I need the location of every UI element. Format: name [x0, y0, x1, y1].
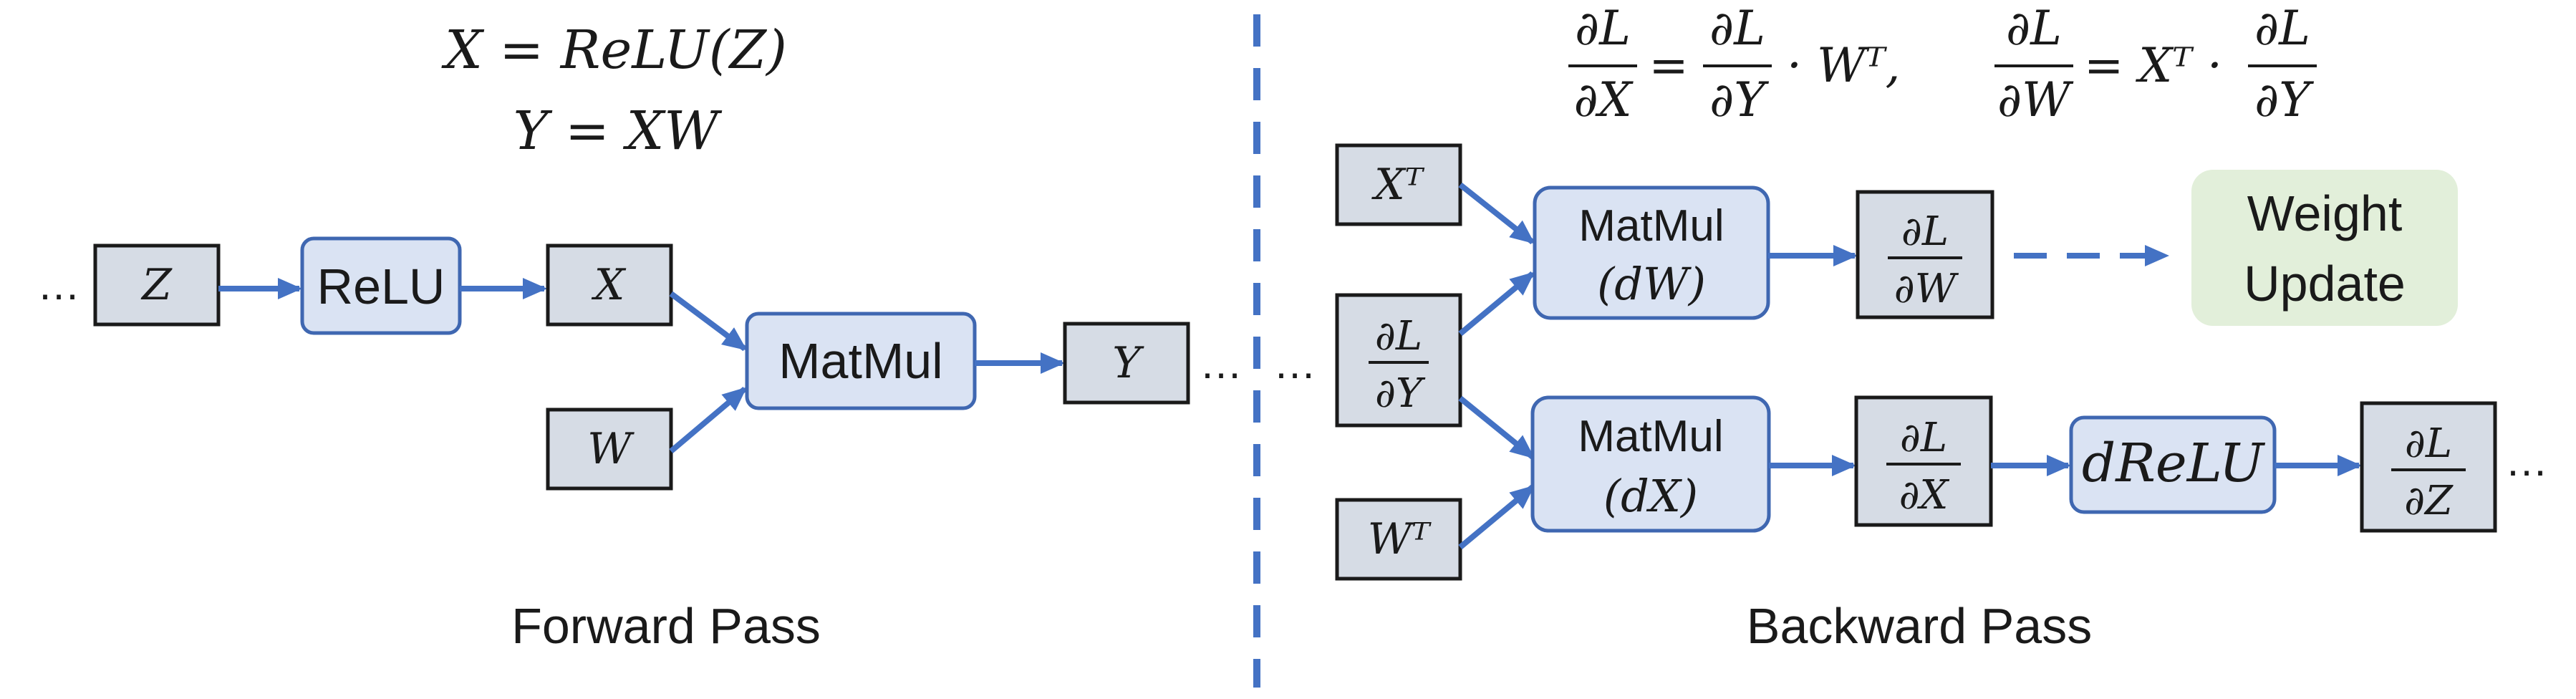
- eq-dLdW-mid: = Xᵀ ·: [2084, 38, 2222, 93]
- eq-dLdW-lhs-num: ∂L: [2006, 1, 2062, 56]
- tensor-z-label: Z: [140, 260, 173, 310]
- tensor-dLdX-num: ∂L: [1900, 415, 1947, 461]
- arrow-wt-to-matmul-dx: [1458, 484, 1535, 550]
- tensor-w: W: [546, 408, 673, 491]
- tensor-x-label: X: [592, 260, 627, 310]
- arrow-dLdY-to-matmul-dx: [1458, 395, 1535, 460]
- op-drelu: dReLU: [2069, 415, 2277, 514]
- arrow-dLdY-to-matmul-dw: [1458, 271, 1535, 337]
- tensor-dLdY-den: ∂Y: [1375, 370, 1426, 417]
- tensor-z: Z: [93, 244, 221, 327]
- tensor-dLdW-num: ∂L: [1901, 208, 1949, 255]
- eq-dLdW-rhs-den: ∂Y: [2254, 72, 2314, 127]
- tensor-wt-label: Wᵀ: [1368, 514, 1432, 564]
- backward-caption: Backward Pass: [1747, 598, 2092, 654]
- op-matmul: MatMul: [745, 312, 977, 410]
- eq-dLdX-lhs-num: ∂L: [1575, 1, 1631, 56]
- tensor-y: Y: [1063, 322, 1190, 405]
- tensor-wt: Wᵀ: [1335, 498, 1462, 581]
- op-matmul-dw-label-2: (dW): [1597, 258, 1706, 310]
- tensor-dLdW-den: ∂W: [1894, 266, 1959, 312]
- op-matmul-dx: MatMul (dX): [1530, 395, 1771, 533]
- tensor-dLdY-num: ∂L: [1375, 313, 1422, 360]
- backward-ellipsis-left: …: [1273, 339, 1316, 387]
- eq-dLdX-tail: · Wᵀ,: [1787, 38, 1901, 93]
- backward-equation-dLdW: ∂L ∂W = Xᵀ · ∂L ∂Y: [1994, 1, 2317, 127]
- tensor-w-label: W: [587, 424, 635, 474]
- arrow-x-to-matmul: [669, 291, 748, 352]
- weight-update-label-1: Weight: [2247, 185, 2403, 241]
- tensor-dLdZ-num: ∂L: [2405, 420, 2452, 467]
- op-matmul-label: MatMul: [778, 333, 942, 389]
- op-matmul-dx-label-1: MatMul: [1578, 412, 1723, 461]
- forward-equation-1: X = ReLU(Z): [441, 19, 787, 81]
- tensor-dLdW: ∂L ∂W: [1856, 190, 1994, 319]
- eq-dLdW-lhs-den: ∂W: [1997, 72, 2074, 127]
- backward-equation-dLdX: ∂L ∂X = ∂L ∂Y · Wᵀ,: [1568, 1, 1901, 127]
- eq-dLdX-rhs-num: ∂L: [1709, 1, 1765, 56]
- tensor-y-label: Y: [1112, 338, 1144, 388]
- op-matmul-dw-label-1: MatMul: [1578, 201, 1724, 251]
- tensor-dLdX: ∂L ∂X: [1854, 395, 1993, 527]
- tensor-dLdX-den: ∂X: [1899, 472, 1950, 519]
- weight-update-label-2: Update: [2244, 256, 2406, 312]
- tensor-dLdY: ∂L ∂Y: [1335, 293, 1462, 428]
- forward-equation-2: Y = XW: [513, 100, 723, 162]
- forward-caption: Forward Pass: [511, 598, 821, 654]
- eq-dLdX-rhs-den: ∂Y: [1709, 72, 1769, 127]
- tensor-xt-label: Xᵀ: [1371, 160, 1425, 210]
- op-relu: ReLU: [300, 236, 462, 335]
- arrow-xt-to-matmul-dw: [1458, 182, 1535, 245]
- op-relu-label: ReLU: [317, 259, 445, 314]
- weight-update-box: Weight Update: [2191, 170, 2458, 326]
- tensor-xt: Xᵀ: [1335, 143, 1462, 226]
- backward-ellipsis-right: …: [2505, 437, 2548, 485]
- eq-dLdX-equals: =: [1649, 38, 1688, 93]
- tensor-dLdZ-den: ∂Z: [2404, 478, 2454, 524]
- tensor-dLdZ: ∂L ∂Z: [2360, 401, 2497, 533]
- tensor-x: X: [546, 244, 673, 327]
- arrow-w-to-matmul: [669, 386, 748, 454]
- forward-ellipsis-left: …: [37, 261, 80, 309]
- eq-dLdW-rhs-num: ∂L: [2254, 1, 2310, 56]
- op-matmul-dw: MatMul (dW): [1533, 185, 1770, 320]
- op-matmul-dx-label-2: (dX): [1603, 470, 1698, 522]
- forward-ellipsis-right: …: [1200, 339, 1243, 387]
- eq-dLdX-lhs-den: ∂X: [1573, 72, 1634, 127]
- op-drelu-label: dReLU: [2082, 433, 2266, 494]
